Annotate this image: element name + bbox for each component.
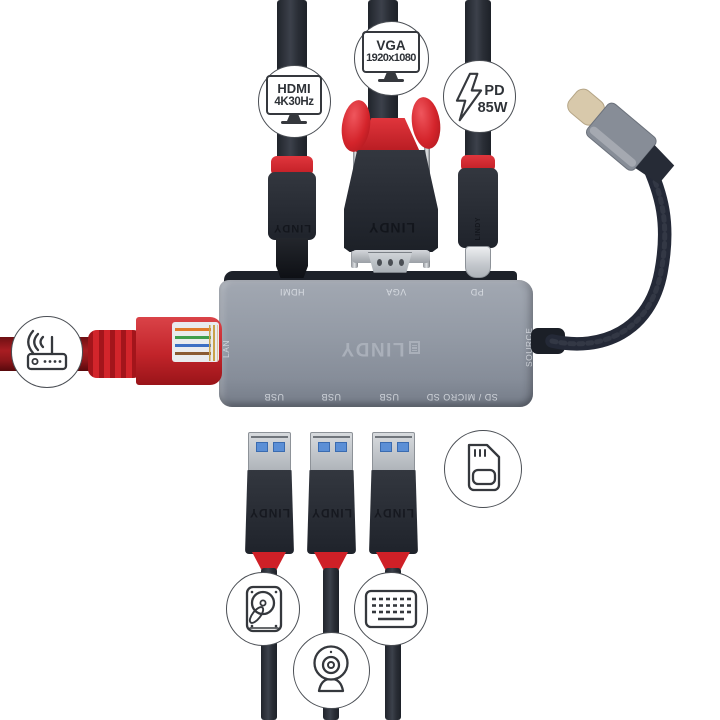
host-usbc-boot: [635, 145, 675, 184]
keyboard-icon: [364, 589, 418, 629]
usb3-tab: [397, 442, 409, 452]
usb-a-body-3: LINDY: [369, 470, 418, 554]
usb-a-brand-1: LINDY: [249, 506, 290, 520]
badge-lan: [11, 316, 83, 388]
hdmi-connector-band: [271, 156, 313, 176]
hdmi-plug-tip: [276, 238, 308, 278]
usb-a-brand-3: LINDY: [373, 506, 414, 520]
badge-keyboard: [354, 572, 428, 646]
monitor-icon: HDMI 4K30Hz: [266, 75, 322, 115]
usb-a-band-2: [314, 552, 348, 570]
usb3-tab: [318, 442, 330, 452]
hard-drive-icon: [245, 585, 283, 633]
vga-connector-body: LINDY: [344, 150, 438, 252]
monitor-icon: VGA 1920x1080: [362, 31, 420, 73]
usb-a-tip-1: [248, 432, 291, 472]
rj45-gold-pins: [209, 325, 218, 361]
pd-connector-band: [461, 155, 495, 172]
pd-usbc-tip: [465, 246, 491, 278]
badge-pd-line2: 85W: [477, 100, 508, 116]
ethernet-boot: [88, 330, 142, 378]
usb-a-brand-2: LINDY: [311, 506, 352, 520]
monitor-stand: [384, 73, 398, 79]
usb-a-tip-3: [372, 432, 415, 472]
badge-hdmi-line2: 4K30Hz: [274, 95, 314, 108]
host-usbc-shell: [586, 103, 657, 171]
host-usbc-connector: [567, 88, 675, 184]
badge-vga-line2: 1920x1080: [366, 52, 416, 65]
lightning-icon: [455, 72, 483, 122]
hdmi-connector-body: LINDY: [268, 172, 316, 240]
usb3-tab: [256, 442, 268, 452]
usb3-tab: [273, 442, 285, 452]
vga-dsub-shell: [367, 252, 413, 273]
badge-hdmi-line1: HDMI: [277, 81, 311, 97]
usb-a-band-3: [376, 552, 410, 570]
badge-webcam: [293, 632, 370, 709]
usb-a-band-1: [252, 552, 286, 570]
usb-a-body-1: LINDY: [245, 470, 294, 554]
rj45-connector: [136, 317, 222, 385]
badge-hdd: [226, 572, 300, 646]
badge-pd-line1: PD: [484, 83, 505, 99]
badge-vga-line1: VGA: [376, 38, 406, 54]
router-icon: [26, 329, 68, 371]
badge-vga: VGA 1920x1080: [354, 21, 429, 96]
webcam-icon: [313, 645, 349, 693]
badge-pd: PD 85W: [443, 60, 516, 133]
pd-connector-body: LINDY: [458, 168, 498, 248]
monitor-stand: [287, 115, 301, 121]
rj45-clear-window: [172, 322, 219, 362]
usb-a-tip-2: [310, 432, 353, 472]
usb-hub-body: [219, 280, 533, 407]
usb-a-body-2: LINDY: [307, 470, 356, 554]
usb3-tab: [380, 442, 392, 452]
badge-sd: [444, 430, 522, 508]
badge-hdmi: HDMI 4K30Hz: [258, 65, 331, 138]
usb3-tab: [335, 442, 347, 452]
host-cable: [545, 153, 672, 351]
sd-card-icon: [467, 443, 501, 492]
